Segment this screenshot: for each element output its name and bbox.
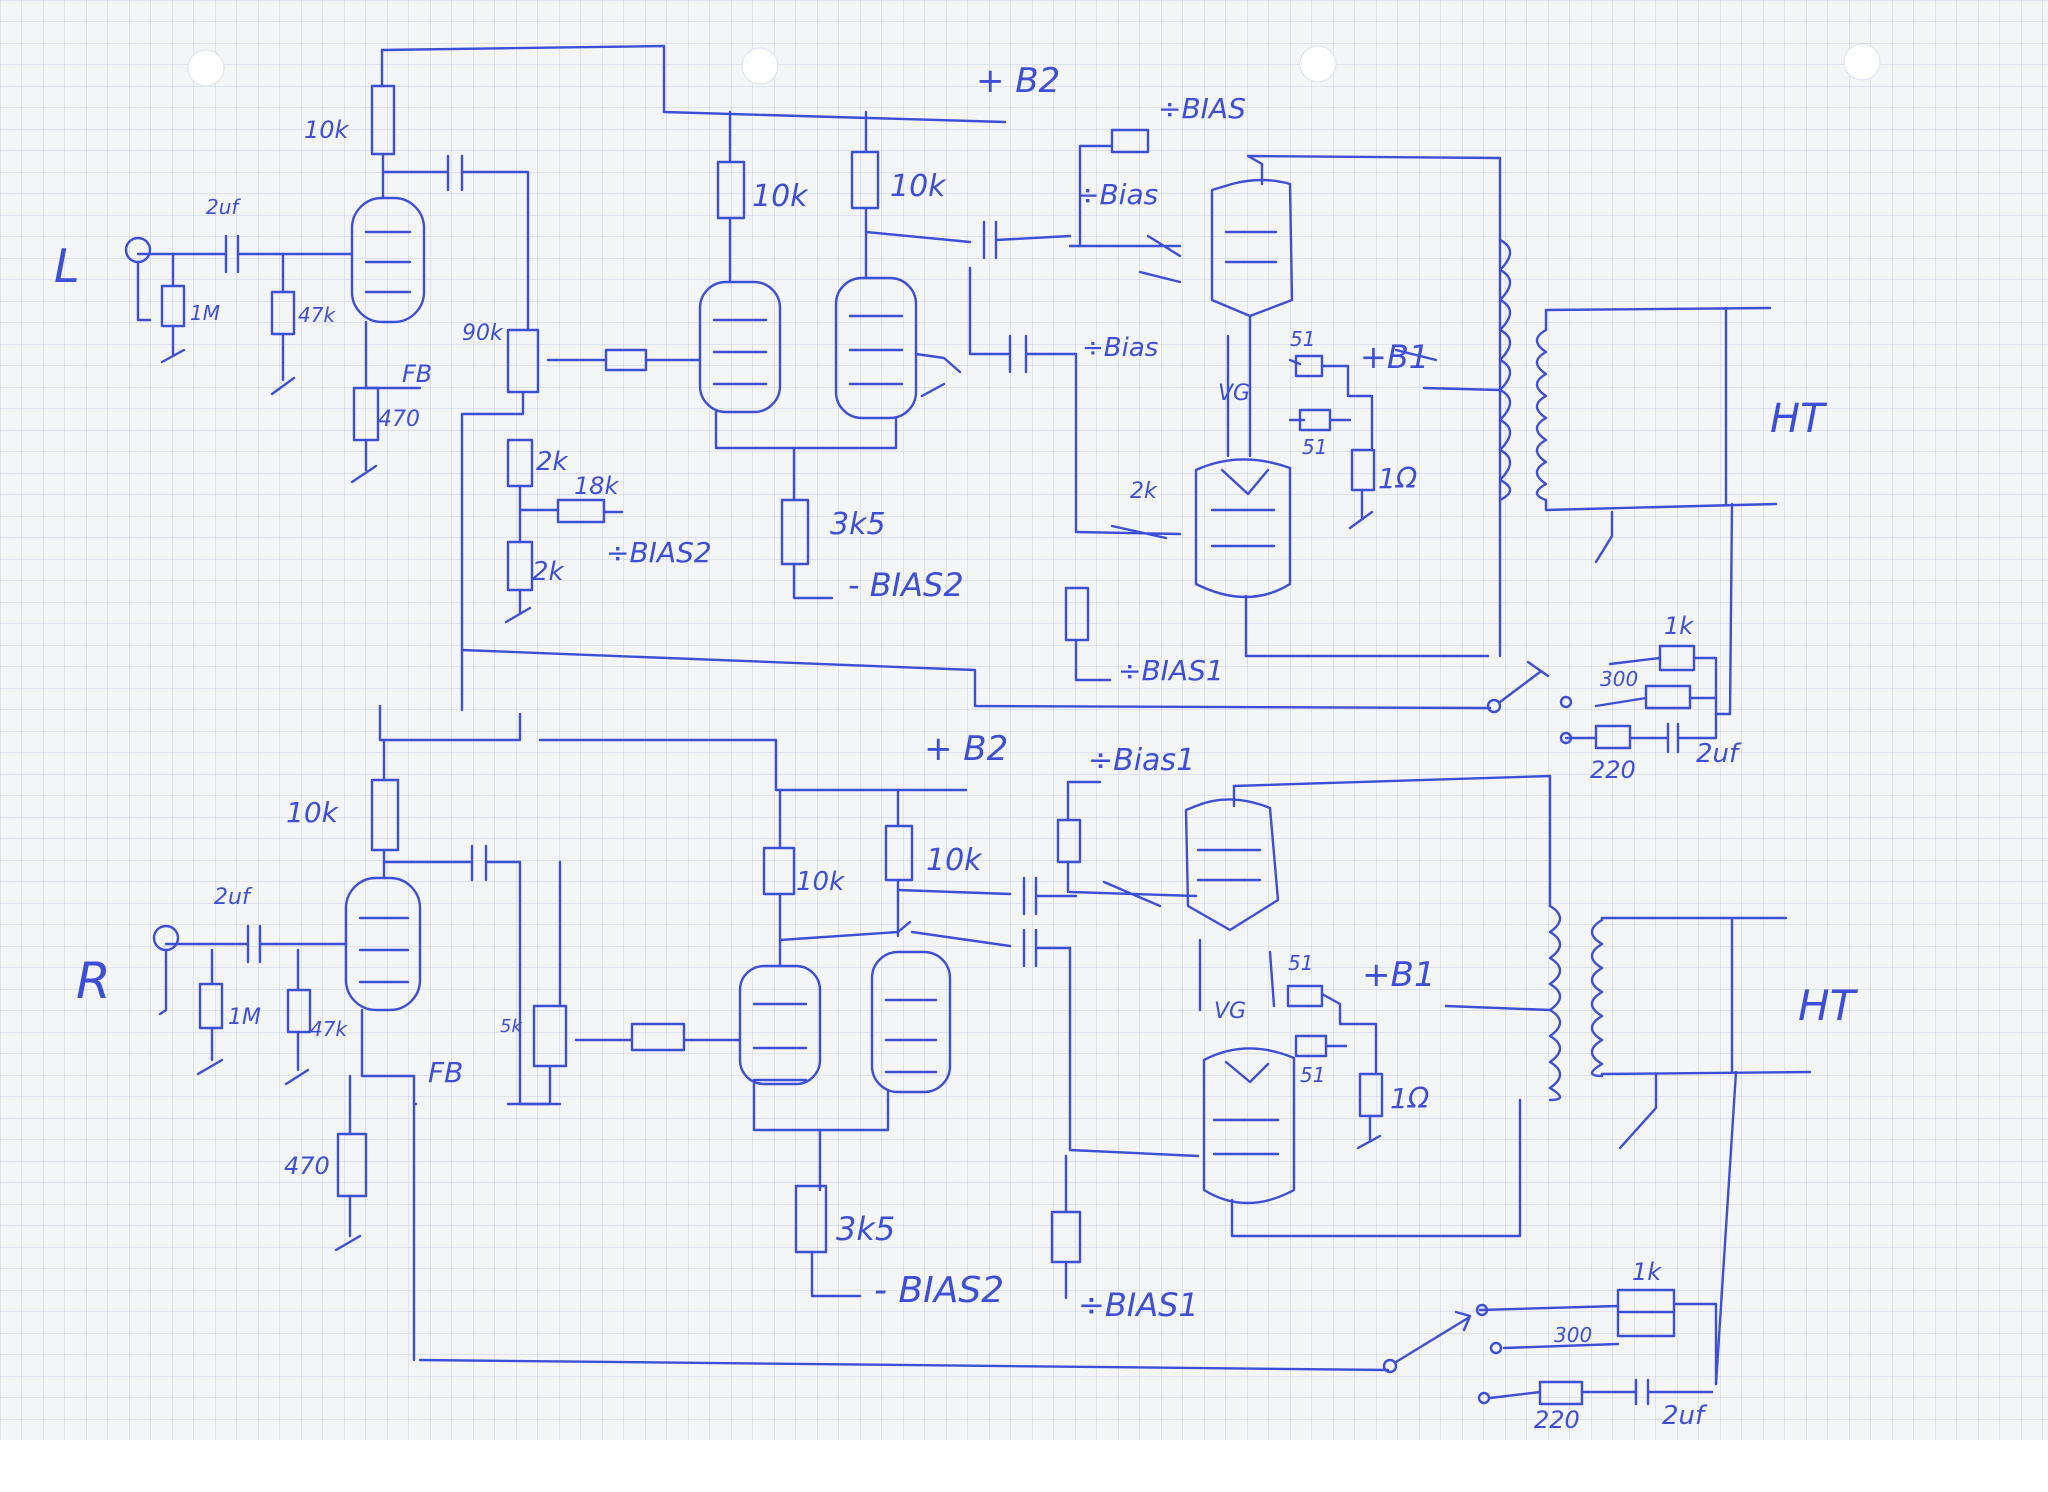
cath-res-2-label-left: 51: [1302, 435, 1327, 459]
b1-label-left: +B1: [1360, 338, 1429, 376]
tail-res-label-right: 3k5: [836, 1210, 895, 1248]
sense-res-label-left: 1Ω: [1378, 462, 1418, 495]
cathode-res-label-right: 470: [284, 1152, 330, 1180]
input-cap-label-left: 2uf: [206, 195, 241, 219]
right-labels: R + B2 2uf 1M 47k 10k 470 FB 5k 10k 10k …: [76, 729, 1859, 1434]
left-channel: [124, 44, 1778, 754]
grid-res-label-left: 47k: [298, 303, 336, 327]
bias2-label-right: - BIAS2: [874, 1270, 1004, 1311]
plate-res-label-left: 10k: [304, 116, 350, 144]
input-res-label-left: 1M: [190, 301, 220, 325]
cathode-res-label-left: 470: [378, 407, 420, 432]
bias2-label-left: - BIAS2: [848, 566, 964, 604]
fb-res-2-label-left: 300: [1600, 667, 1638, 691]
cath-res-1-label-left: 51: [1290, 327, 1315, 351]
bias-out-2-label-left: ÷Bias: [1076, 178, 1158, 211]
transformer-label-left: HT: [1770, 396, 1828, 442]
binder-holes: [187, 43, 1881, 87]
feedback-label-right: FB: [428, 1056, 463, 1089]
grid-res-label-right: 47k: [310, 1017, 348, 1041]
feedback-label-left: FB: [402, 360, 432, 388]
fb-cap-label-right: 2uf: [1662, 1401, 1708, 1431]
cath-res-2-label-right: 51: [1300, 1063, 1325, 1087]
out-grid-res-label-left: 2k: [1130, 479, 1158, 504]
bias1-label-left: ÷BIAS1: [1118, 654, 1224, 687]
channel-label-left: L: [54, 239, 80, 293]
supply-label-right: + B2: [924, 729, 1008, 769]
b1-label-right: +B1: [1362, 955, 1435, 995]
paper-bottom-edge: [0, 1440, 2048, 1492]
pi-load-1-label-right: 10k: [796, 867, 845, 897]
fb-res-3-label-right: 220: [1534, 1406, 1580, 1434]
transformer-label-right: HT: [1798, 981, 1859, 1030]
channel-label-right: R: [76, 952, 111, 1010]
left-labels: L + B2 2uf 1M 47k 10k 470 FB 90k 2k 2k 1…: [54, 61, 1828, 784]
pi-load-2-label-left: 10k: [890, 169, 947, 204]
bias2-tap-label-left: ÷BIAS2: [606, 536, 712, 569]
divider-series-label-left: 18k: [574, 472, 620, 500]
bias-top-label-right: ÷Bias1: [1088, 743, 1195, 778]
pi-load-1-label-left: 10k: [752, 179, 809, 214]
vg-label-left: VG: [1218, 381, 1250, 406]
fb-res-2-label-right: 300: [1554, 1323, 1592, 1347]
fb-res-1-label-right: 1k: [1632, 1258, 1662, 1286]
fb-res-1-label-left: 1k: [1664, 612, 1694, 640]
pi-load-2-label-right: 10k: [926, 843, 983, 878]
vg-label-right: VG: [1214, 999, 1246, 1024]
sense-res-label-right: 1Ω: [1390, 1082, 1430, 1115]
divider-bottom-label-left: 2k: [532, 557, 565, 587]
tail-res-label-left: 3k5: [830, 507, 886, 542]
fb-res-3-label-left: 220: [1590, 756, 1636, 784]
plate-res-label-right: 10k: [286, 796, 340, 829]
divider-top-label-left: 2k: [536, 447, 569, 477]
bias-out-3-label-left: ÷Bias: [1082, 333, 1158, 363]
pot-label-left: 90k: [462, 321, 504, 346]
pot-label-right: 5k: [500, 1016, 523, 1037]
right-channel: [152, 704, 1812, 1406]
input-cap-label-right: 2uf: [214, 885, 253, 910]
bias1-label-right: ÷BIAS1: [1078, 1286, 1199, 1324]
supply-label-left: + B2: [976, 61, 1060, 101]
input-res-label-right: 1M: [228, 1005, 261, 1030]
bias-out-1-label-left: ÷BIAS: [1158, 92, 1246, 125]
cath-res-1-label-right: 51: [1288, 951, 1313, 975]
fb-cap-label-left: 2uf: [1696, 739, 1742, 769]
graph-paper: [0, 0, 2048, 1440]
